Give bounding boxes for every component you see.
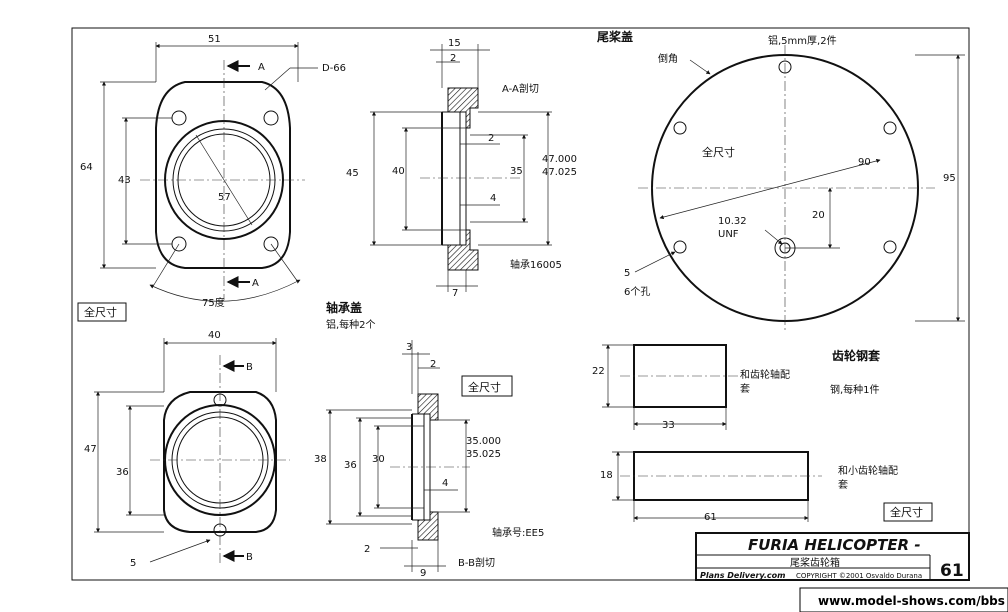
section-a-dim-4: 4 [490,193,496,204]
tail-cover-title: 尾桨盖 [597,29,633,44]
section-b-tol-2: 35.025 [466,449,501,460]
gear-sleeve-dim-33: 33 [662,420,675,431]
section-b-cut-label: B-B剖切 [458,556,495,569]
tail-cover-thread: 10.32 [718,216,747,227]
watermark-text: www.model-shows.com/bbs [818,594,1005,608]
housing-a-full-size: 全尺寸 [84,305,117,319]
sheet-border [71,27,970,581]
title-block-page-number: 61 [940,561,964,581]
section-b-dim-38: 38 [314,454,327,465]
section-b-dim-3: 3 [406,342,412,353]
gear-sleeve-full-size: 全尺寸 [890,505,923,519]
section-a-tol-2: 47.025 [542,167,577,178]
housing-b-dim-36: 36 [116,467,129,478]
tail-cover-thread-unit: UNF [718,229,739,240]
gear-sleeve-view [602,344,933,522]
section-a-dim-7: 7 [452,288,458,299]
tail-cover-hole-count: 6个孔 [624,286,650,298]
bearing-cap-material: 铝,每种2个 [326,318,376,331]
tail-cover-dim-20: 20 [812,210,825,221]
tail-cover-view [634,45,965,330]
housing-a-angle: 75度 [202,296,225,309]
title-block-site: Plans Delivery.com [700,571,785,580]
title-block-copyright: COPYRIGHT ©2001 Osvaldo Durana [796,572,922,580]
gear-sleeve-note-2a: 和小齿轮轴配 [838,464,898,477]
section-a-dim-2-top: 2 [450,53,456,64]
section-a-dim-40: 40 [392,166,405,177]
section-a-cut-label: A-A剖切 [502,82,539,95]
section-a-dim-2: 2 [488,133,494,144]
housing-a-dim-64: 64 [80,162,93,173]
tail-cover-dim-95: 95 [943,173,956,184]
section-a-dim-35: 35 [510,166,523,177]
tail-cover-material: 铝,5mm厚,2件 [768,35,837,47]
housing-a-view [77,42,318,322]
section-b-bearing: 轴承号:EE5 [492,526,544,539]
section-a-tol-1: 47.000 [542,154,577,165]
section-b-dim-36: 36 [344,460,357,471]
gear-sleeve-note-2b: 套 [838,478,848,491]
gear-sleeve-note-1a: 和齿轮轴配 [740,368,790,381]
housing-b-dim-47: 47 [84,444,97,455]
gear-sleeve-dim-61: 61 [704,512,717,523]
bearing-cap-title: 轴承盖 [326,300,362,315]
gear-sleeve-title: 齿轮钢套 [832,348,881,363]
tail-cover-dim-90: 90 [858,157,871,168]
housing-b-dim-40: 40 [208,330,221,341]
title-block-title: FURIA HELICOPTER - [748,536,921,554]
housing-b-dim-5: 5 [130,558,136,569]
section-b-full-size: 全尺寸 [468,380,501,394]
housing-a-dim-51: 51 [208,34,221,45]
section-b-tol-1: 35.000 [466,436,501,447]
title-block [695,532,970,581]
housing-b-section-mark-bottom: B [246,552,253,563]
tail-cover-hole-diameter: 5 [624,268,630,279]
section-a-view [370,44,552,292]
gear-sleeve-dim-22: 22 [592,366,605,377]
housing-a-dim-43: 43 [118,175,131,186]
housing-a-label-d66: D-66 [322,63,346,74]
housing-b-view [94,338,290,565]
title-block-subtitle: 尾桨齿轮箱 [790,556,840,569]
housing-a-dim-57: 57 [218,192,231,203]
watermark-bar [799,587,1008,612]
section-a-dim-45: 45 [346,168,359,179]
section-b-dim-2-top: 2 [430,359,436,370]
tail-cover-full-size: 全尺寸 [702,145,735,159]
housing-a-section-mark-bottom: A [252,278,259,289]
gear-sleeve-dim-18: 18 [600,470,613,481]
section-a-dim-15: 15 [448,38,461,49]
section-b-view [326,340,513,572]
section-b-dim-2-bottom: 2 [364,544,370,555]
housing-a-section-mark-top: A [258,62,265,73]
section-a-bearing: 轴承16005 [510,258,562,271]
section-b-dim-4: 4 [442,478,448,489]
gear-sleeve-material: 钢,每种1件 [830,383,880,396]
tail-cover-chamfer: 倒角 [658,53,678,65]
gear-sleeve-note-1b: 套 [740,382,750,395]
housing-b-section-mark-top: B [246,362,253,373]
section-b-dim-30: 30 [372,454,385,465]
section-b-dim-9: 9 [420,568,426,579]
